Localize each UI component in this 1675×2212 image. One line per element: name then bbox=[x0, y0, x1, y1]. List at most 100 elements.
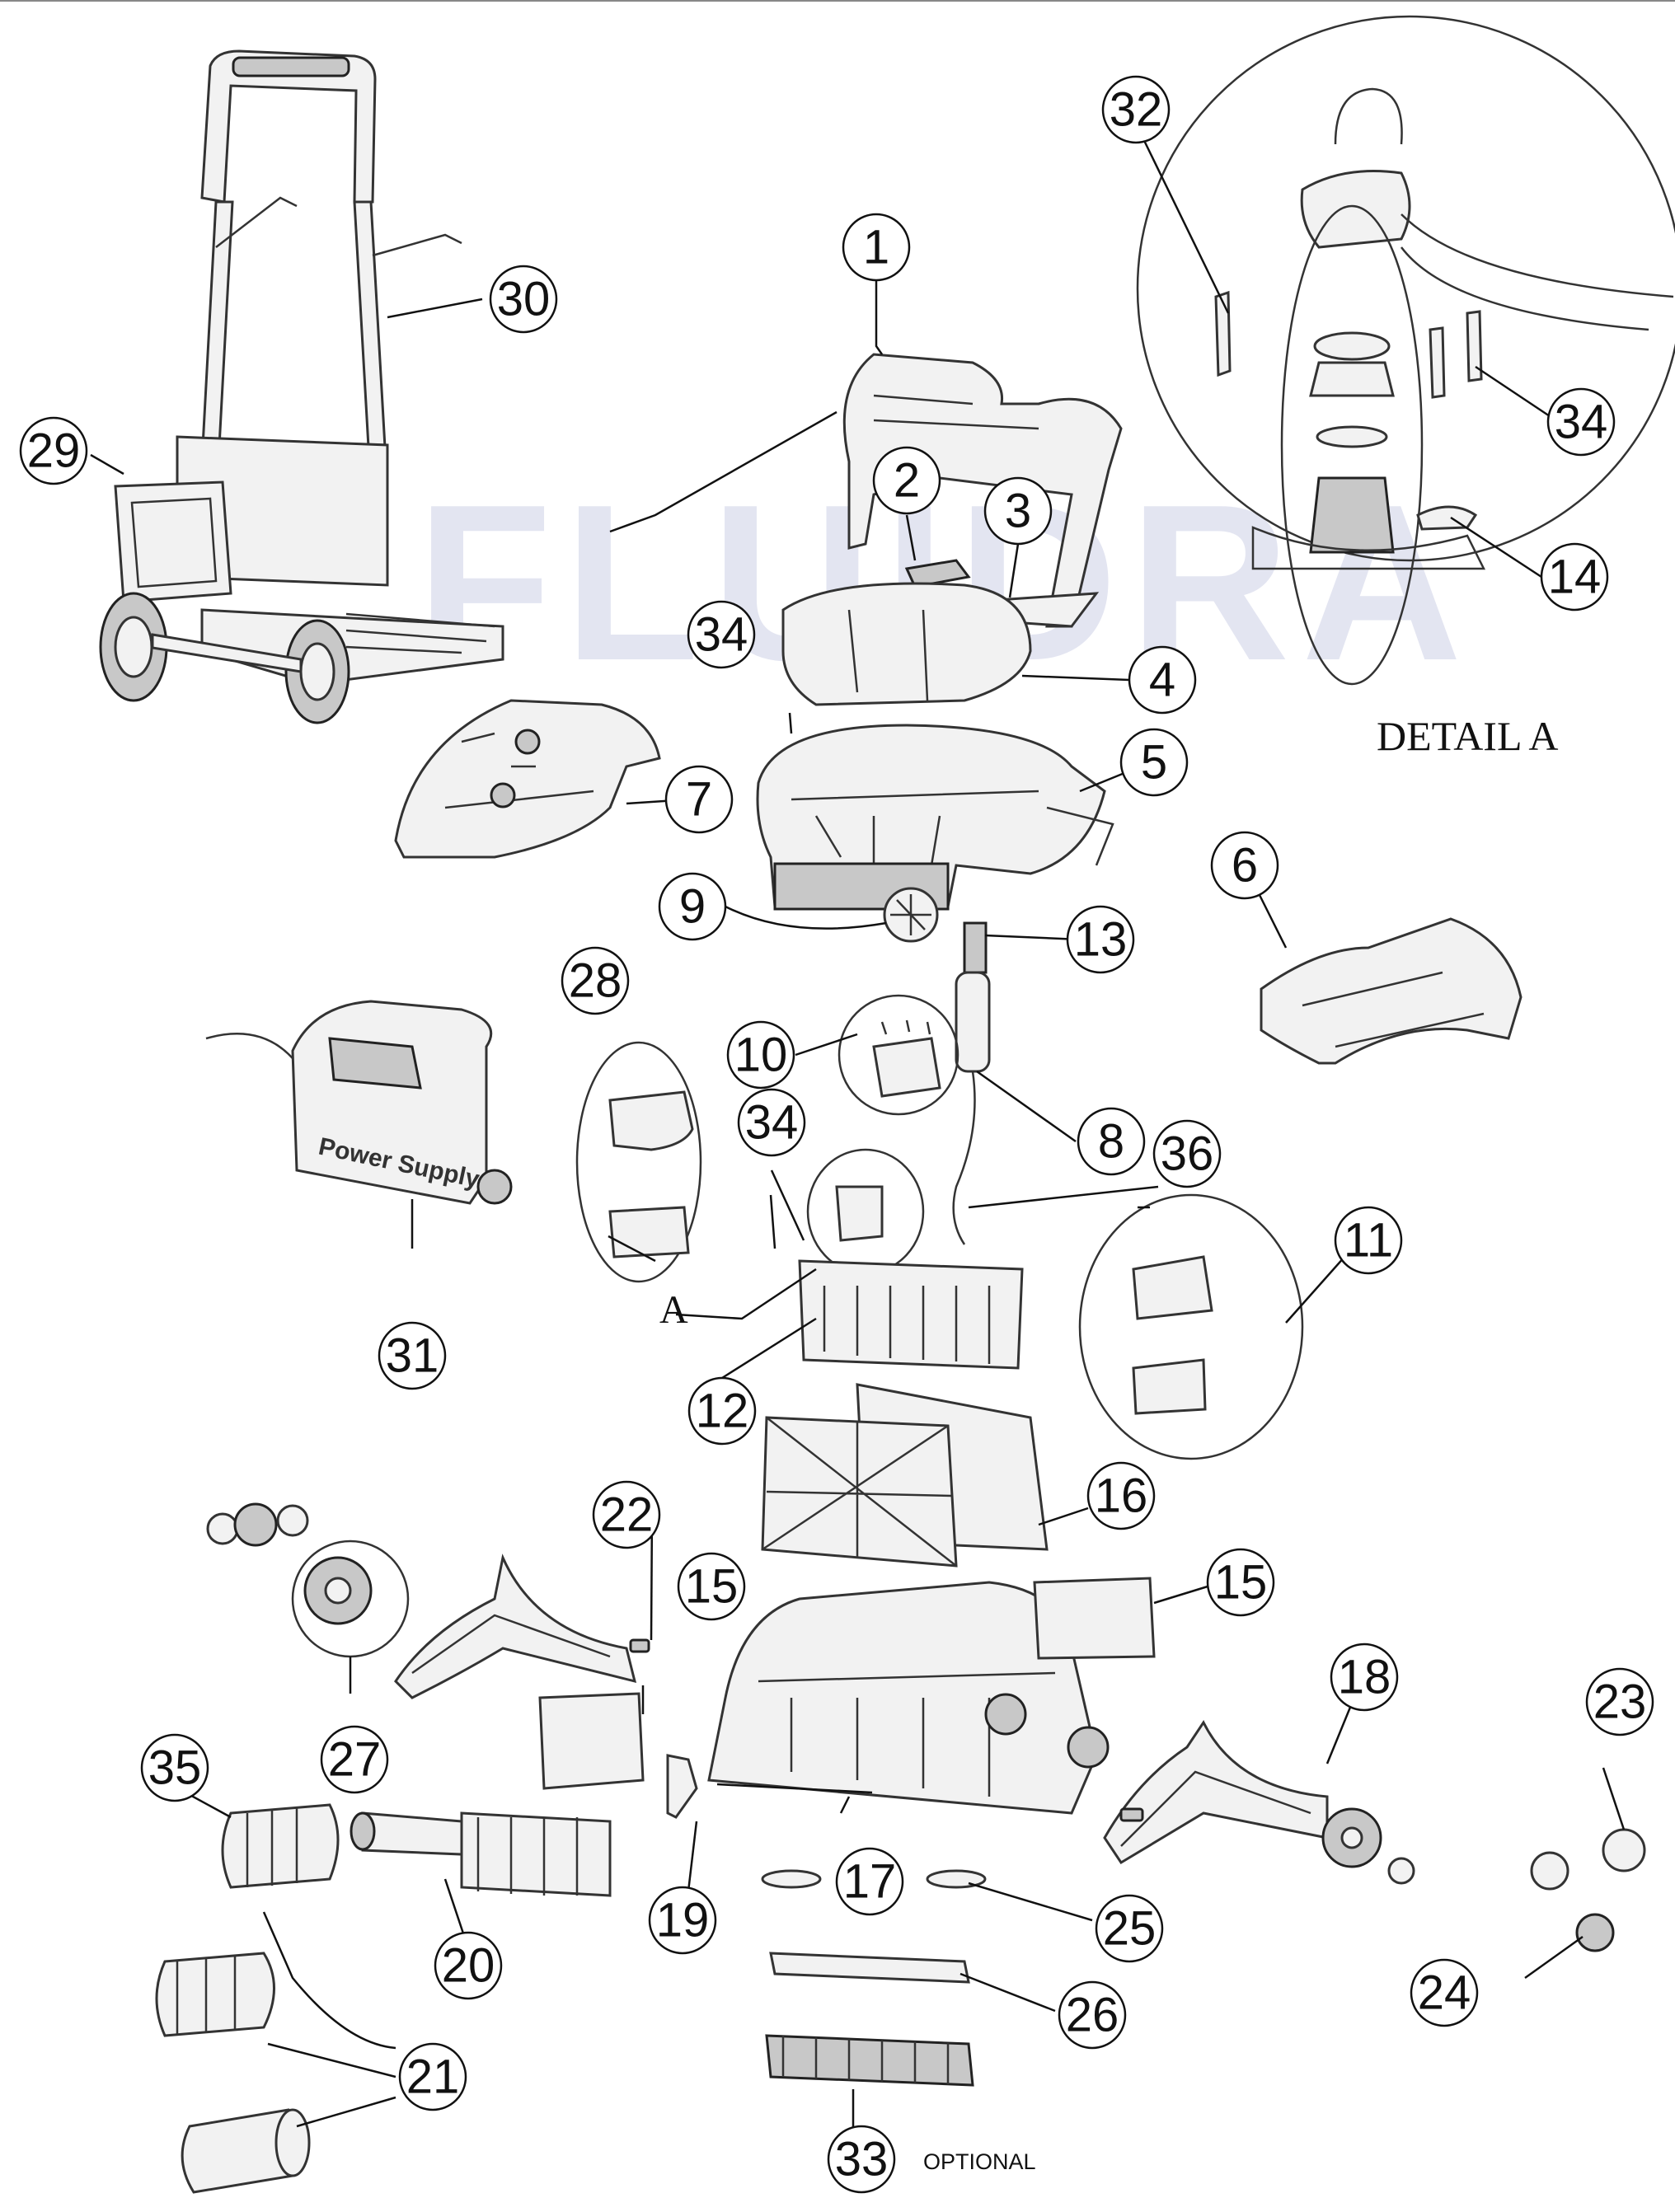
callout-13: 13 bbox=[1066, 905, 1135, 974]
filter-caps-drawing bbox=[575, 1041, 702, 1283]
callout-14: 14 bbox=[1540, 542, 1609, 612]
callout-8: 8 bbox=[1077, 1107, 1146, 1176]
callout-26: 26 bbox=[1058, 1980, 1127, 2050]
svg-text:20: 20 bbox=[442, 1939, 495, 1993]
svg-text:31: 31 bbox=[386, 1329, 439, 1383]
callout-19: 19 bbox=[648, 1886, 717, 1955]
wheels-gears-drawing bbox=[206, 1502, 1646, 1952]
callout-3: 3 bbox=[983, 476, 1053, 546]
callout-36: 36 bbox=[1152, 1119, 1222, 1188]
filter-panels-drawing bbox=[761, 1383, 1049, 1568]
svg-text:33: 33 bbox=[835, 2133, 889, 2186]
callout-15b: 15 bbox=[1206, 1548, 1275, 1617]
svg-text:36: 36 bbox=[1161, 1127, 1214, 1181]
callout-18: 18 bbox=[1330, 1643, 1399, 1712]
svg-text:34: 34 bbox=[695, 608, 748, 662]
callout-34b: 34 bbox=[687, 600, 756, 669]
svg-text:5: 5 bbox=[1141, 736, 1167, 790]
svg-text:16: 16 bbox=[1095, 1469, 1148, 1523]
small-parts-drawing bbox=[629, 1638, 1144, 2087]
caps-11-drawing bbox=[1078, 1193, 1304, 1460]
callout-11: 11 bbox=[1334, 1206, 1403, 1275]
svg-text:34: 34 bbox=[745, 1096, 799, 1150]
callout-7: 7 bbox=[664, 765, 734, 834]
svg-text:30: 30 bbox=[497, 273, 551, 326]
svg-text:12: 12 bbox=[696, 1385, 749, 1438]
svg-text:23: 23 bbox=[1593, 1675, 1647, 1729]
callout-28: 28 bbox=[561, 946, 630, 1015]
svg-text:15: 15 bbox=[685, 1560, 739, 1614]
svg-text:32: 32 bbox=[1110, 83, 1163, 137]
callout-34c: 34 bbox=[737, 1088, 806, 1157]
callout-1: 1 bbox=[842, 213, 911, 282]
detail-a-reference: A bbox=[659, 1288, 688, 1332]
callout-9: 9 bbox=[658, 872, 727, 941]
callout-4: 4 bbox=[1128, 645, 1197, 715]
caddy-cart-drawing bbox=[99, 49, 504, 724]
svg-text:28: 28 bbox=[569, 954, 622, 1008]
handle-and-lid-drawing bbox=[781, 353, 1123, 706]
side-panel-left-drawing bbox=[394, 699, 661, 859]
side-caps-drawing bbox=[538, 1577, 1156, 1790]
tracks-drawing bbox=[394, 1554, 1329, 1865]
svg-text:11: 11 bbox=[1344, 1214, 1393, 1268]
svg-text:29: 29 bbox=[27, 424, 81, 478]
callout-32: 32 bbox=[1101, 75, 1171, 144]
callout-22: 22 bbox=[592, 1480, 661, 1549]
top-border bbox=[0, 0, 1675, 2]
optional-note: OPTIONAL bbox=[923, 2149, 1036, 2174]
callout-21: 21 bbox=[398, 2042, 467, 2111]
callout-23: 23 bbox=[1585, 1667, 1654, 1736]
svg-text:18: 18 bbox=[1338, 1651, 1391, 1704]
side-panel-right-drawing bbox=[1260, 917, 1523, 1065]
svg-text:19: 19 bbox=[656, 1894, 710, 1947]
callout-12: 12 bbox=[687, 1376, 757, 1446]
detail-a-drawing bbox=[1136, 15, 1675, 686]
svg-text:6: 6 bbox=[1232, 839, 1258, 893]
callout-2: 2 bbox=[872, 446, 941, 515]
callout-16: 16 bbox=[1086, 1461, 1156, 1530]
svg-text:9: 9 bbox=[679, 880, 706, 934]
power-supply-drawing: Power Supply bbox=[205, 1000, 513, 1205]
callout-10: 10 bbox=[726, 1020, 795, 1090]
callout-24: 24 bbox=[1410, 1958, 1479, 2027]
callout-34a: 34 bbox=[1546, 387, 1616, 457]
svg-text:8: 8 bbox=[1098, 1115, 1124, 1169]
svg-text:2: 2 bbox=[894, 454, 920, 508]
callout-20: 20 bbox=[434, 1931, 503, 2000]
svg-text:7: 7 bbox=[686, 773, 712, 827]
svg-text:3: 3 bbox=[1005, 485, 1031, 538]
callout-6: 6 bbox=[1210, 831, 1279, 900]
svg-text:21: 21 bbox=[406, 2050, 460, 2104]
svg-text:14: 14 bbox=[1548, 551, 1602, 604]
filter-body-drawing bbox=[798, 1148, 1024, 1370]
callout-35: 35 bbox=[140, 1733, 209, 1802]
svg-text:10: 10 bbox=[734, 1029, 788, 1082]
svg-text:17: 17 bbox=[843, 1855, 897, 1909]
svg-text:4: 4 bbox=[1149, 654, 1175, 707]
svg-text:13: 13 bbox=[1074, 913, 1128, 967]
svg-text:15: 15 bbox=[1214, 1556, 1268, 1610]
svg-text:35: 35 bbox=[148, 1741, 202, 1795]
body-cover-drawing bbox=[756, 724, 1114, 911]
impeller-motor-drawing bbox=[838, 887, 991, 1245]
svg-text:34: 34 bbox=[1555, 396, 1608, 449]
callout-17: 17 bbox=[835, 1847, 904, 1916]
callout-33: 33 bbox=[827, 2125, 896, 2194]
svg-text:1: 1 bbox=[863, 221, 889, 274]
callout-31: 31 bbox=[378, 1321, 447, 1390]
svg-text:27: 27 bbox=[328, 1733, 382, 1787]
callout-29: 29 bbox=[19, 416, 88, 485]
svg-text:26: 26 bbox=[1066, 1989, 1119, 2042]
svg-text:25: 25 bbox=[1103, 1902, 1157, 1956]
callout-5: 5 bbox=[1119, 728, 1189, 797]
svg-text:24: 24 bbox=[1418, 1966, 1471, 2020]
callout-25: 25 bbox=[1095, 1894, 1164, 1963]
brushes-drawing bbox=[155, 1803, 612, 2194]
callout-15a: 15 bbox=[677, 1552, 746, 1621]
detail-a-title: DETAIL A bbox=[1377, 713, 1558, 759]
callout-27: 27 bbox=[320, 1725, 389, 1794]
callout-30: 30 bbox=[489, 265, 558, 334]
svg-text:22: 22 bbox=[600, 1488, 654, 1542]
